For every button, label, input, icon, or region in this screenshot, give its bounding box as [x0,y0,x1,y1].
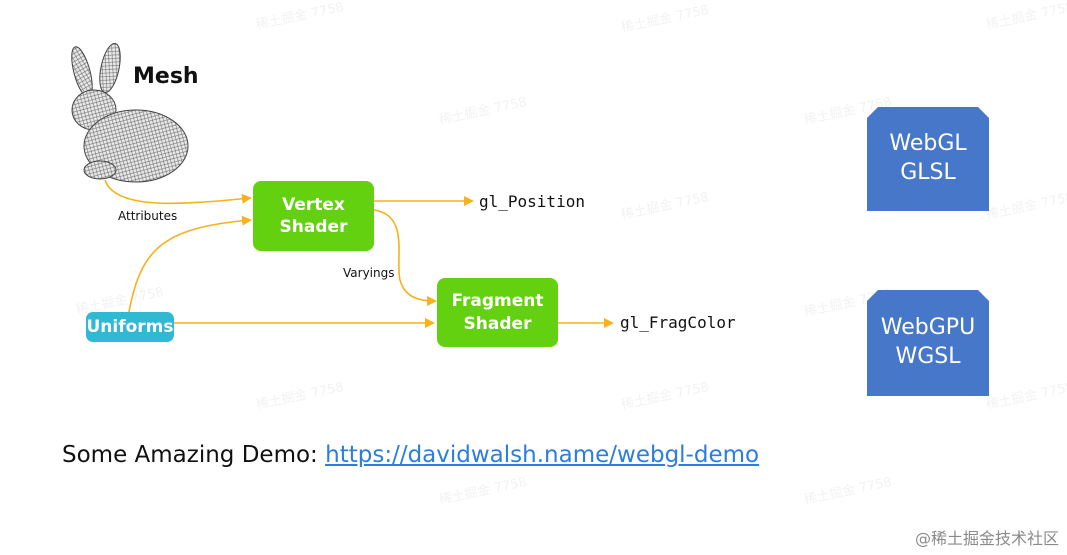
webgpu-wgsl-box: WebGPU WGSL [867,290,989,396]
varyings-label: Varyings [343,266,395,280]
mesh-label: Mesh [133,64,199,89]
glsl-label: GLSL [900,160,956,185]
watermark: 稀土掘金 7758 [802,474,894,509]
attributes-arrow [104,179,252,205]
varyings-arrow [373,209,437,306]
gl-fragcolor-output: gl_FragColor [620,313,736,332]
vertex-shader-node: Vertex Shader [253,181,374,251]
watermark: 稀土掘金 7758 [984,0,1067,34]
wgsl-label: WGSL [895,344,961,369]
attributes-label: Attributes [118,209,178,223]
bunny-mesh-image [71,42,189,183]
pipeline-arrows [104,179,614,328]
gl-position-output: gl_Position [479,192,585,211]
brand-watermark: @稀土掘金技术社区 [914,529,1059,548]
fragment-shader-node: Fragment Shader [437,278,558,347]
webgl-glsl-box: WebGL GLSL [867,107,989,211]
demo-line: Some Amazing Demo: https://davidwalsh.na… [62,442,759,468]
webgpu-label: WebGPU [880,315,976,341]
watermark: 稀土掘金 7758 [984,379,1067,414]
demo-prefix: Some Amazing Demo: [62,442,326,468]
watermark: 稀土掘金 7758 [984,189,1067,224]
uniforms-node: Uniforms [86,312,174,342]
watermark: 稀土掘金 7758 [437,474,529,509]
webgl-label: WebGL [889,131,967,157]
uniforms-to-vertex-arrow [127,215,252,318]
demo-link[interactable]: https://davidwalsh.name/webgl-demo [325,442,760,468]
